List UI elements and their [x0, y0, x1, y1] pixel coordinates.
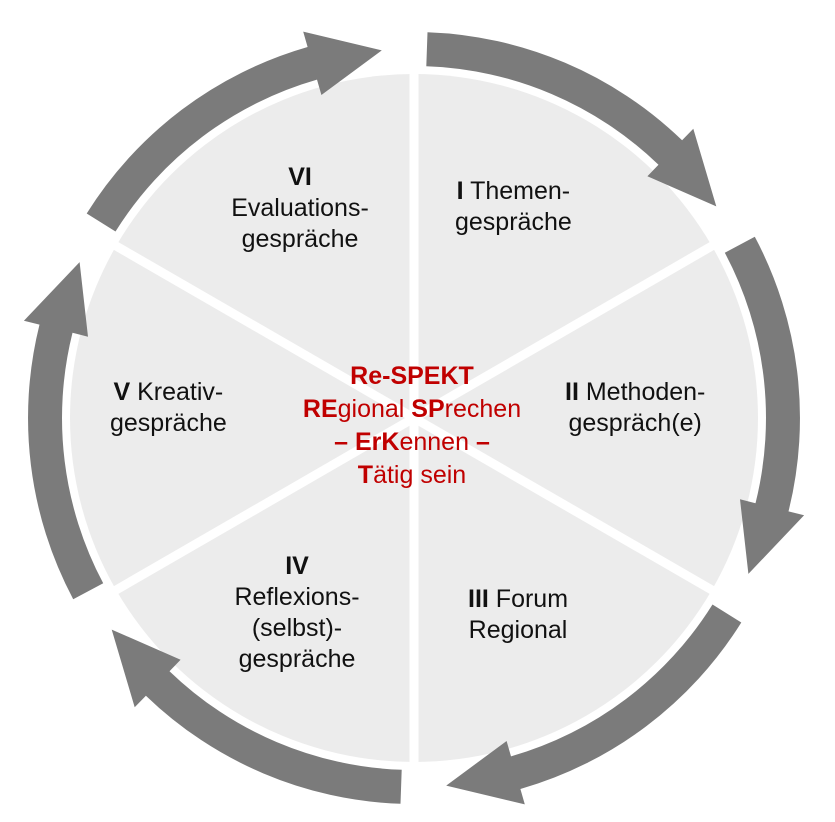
segment-dividers	[112, 72, 716, 764]
center-text-part: gional	[337, 395, 412, 423]
segment-line: Kreativ-	[137, 378, 224, 406]
segment-line: gespräche	[455, 208, 572, 236]
segment-line: gespräche	[110, 409, 227, 437]
segment-label-III: III Forum Regional	[468, 584, 568, 646]
center-line: – ErKennen –	[252, 426, 572, 459]
segment-III	[414, 418, 712, 762]
segment-divider	[112, 241, 417, 422]
center-title: Re-SPEKT	[350, 362, 474, 390]
segment-numeral: V	[113, 378, 131, 406]
center-text-part: SP	[411, 395, 445, 423]
center-text-part: T	[357, 461, 374, 489]
center-text-part: rechen	[444, 395, 522, 423]
pie-segments	[70, 74, 758, 762]
segment-VI	[116, 74, 414, 418]
segment-V	[70, 246, 415, 590]
cycle-arrow	[724, 236, 805, 574]
segment-label-IV: IV Reflexions- (selbst)- gespräche	[212, 551, 382, 675]
segment-label-V: V Kreativ- gespräche	[110, 377, 227, 439]
segment-IV	[116, 418, 414, 762]
cycle-arrow	[426, 32, 717, 207]
segment-line: gespräch(e)	[568, 409, 702, 437]
segment-line: Forum	[495, 585, 569, 613]
segment-divider	[112, 414, 417, 595]
center-line: Tätig sein	[252, 459, 572, 492]
center-text-part: ennen	[399, 428, 469, 456]
segment-label-VI: VI Evaluations- gespräche	[210, 162, 390, 255]
center-text-part: –	[334, 428, 355, 456]
segment-line: gespräche	[241, 225, 359, 253]
segment-line: Reflexions-	[234, 583, 360, 611]
segment-numeral: II	[565, 378, 579, 406]
cycle-arrow	[23, 262, 104, 600]
segment-line: Themen-	[470, 177, 571, 205]
center-title-block: Re-SPEKT REgional SPrechen – ErKennen – …	[252, 360, 572, 492]
segment-line: Methoden-	[585, 378, 706, 406]
segment-line: Regional	[468, 616, 568, 644]
center-line: REgional SPrechen	[252, 393, 572, 426]
center-text-part: ätig sein	[373, 461, 467, 489]
segment-label-II: II Methoden- gespräch(e)	[565, 377, 705, 439]
segment-divider	[411, 241, 716, 422]
center-text-part: –	[469, 428, 490, 456]
cycle-arrow	[86, 31, 382, 232]
segment-line: Evaluations-	[231, 194, 369, 222]
cycle-arrow	[446, 604, 742, 805]
segment-label-I: I Themen- gespräche	[455, 176, 572, 238]
segment-line: (selbst)-	[251, 614, 343, 642]
segment-numeral: III	[468, 585, 489, 613]
segment-numeral: IV	[285, 552, 309, 580]
segment-numeral: VI	[288, 163, 312, 191]
center-text-part: RE	[302, 395, 338, 423]
segment-I	[414, 74, 712, 418]
cycle-arrows	[23, 31, 805, 805]
cycle-arrow	[111, 629, 402, 804]
segment-II	[414, 246, 758, 590]
segment-divider	[411, 414, 716, 595]
segment-numeral: I	[456, 177, 464, 205]
segment-line: gespräche	[238, 645, 356, 673]
center-text-part: ErK	[355, 428, 400, 456]
